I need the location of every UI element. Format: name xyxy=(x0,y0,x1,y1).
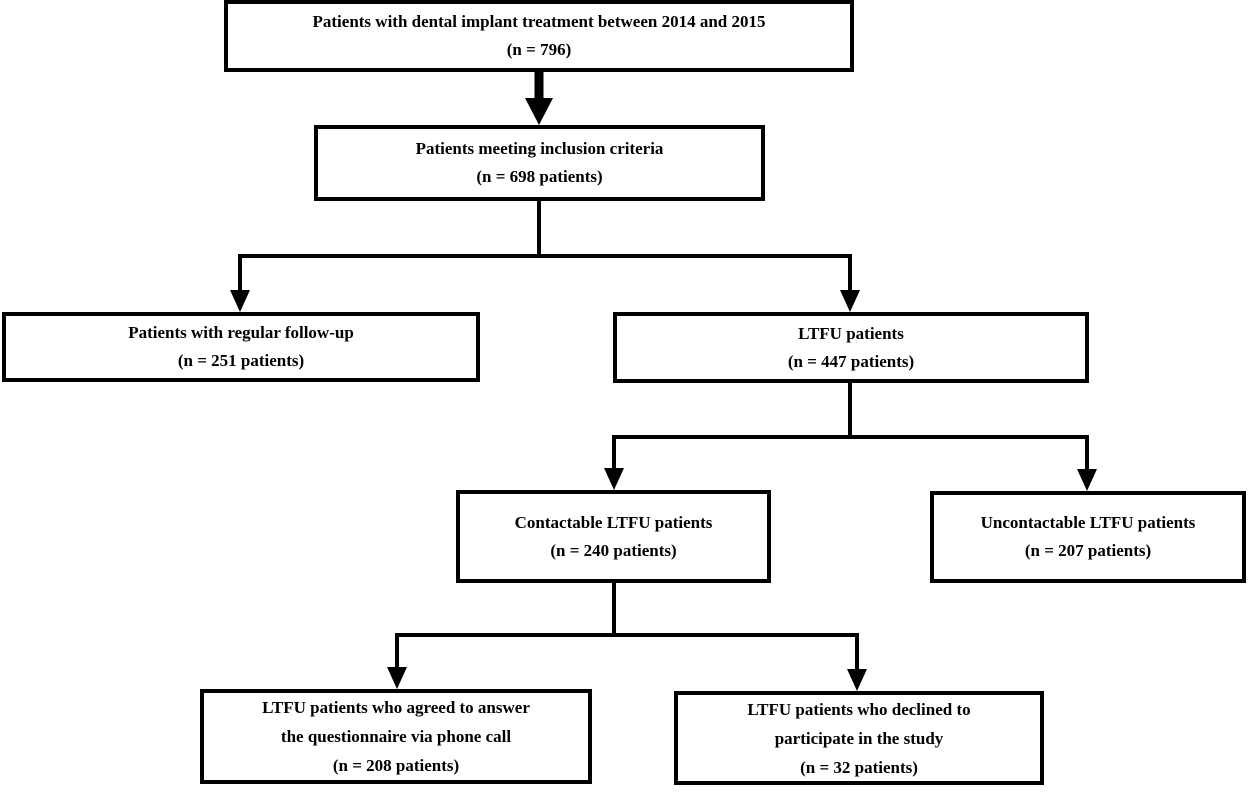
uncontactable-ltfu-count: (n = 207 patients) xyxy=(1024,541,1152,560)
declined-participation-count: (n = 32 patients) xyxy=(800,757,918,777)
contactable-ltfu-box: Contactable LTFU patients (n = 240 patie… xyxy=(456,490,771,583)
arrow-total-to-inclusion xyxy=(525,72,553,125)
arrow-to-agreed xyxy=(387,635,407,689)
ltfu-patients-label: LTFU patients xyxy=(798,323,904,343)
declined-participation-label-line1: LTFU patients who declined to xyxy=(747,699,971,719)
arrow-to-uncontactable xyxy=(1077,437,1097,491)
connector-contactable-split xyxy=(395,583,859,637)
ltfu-patients-count: (n = 447 patients) xyxy=(787,351,915,371)
total-patients-label: Patients with dental implant treatment b… xyxy=(312,12,766,31)
declined-participation-label-line2: participate in the study xyxy=(774,728,944,748)
regular-followup-label: Patients with regular follow-up xyxy=(128,323,354,342)
arrow-to-ltfu xyxy=(840,256,860,312)
agreed-questionnaire-label-line2: the questionnaire via phone call xyxy=(280,727,512,746)
inclusion-criteria-count: (n = 698 patients) xyxy=(476,167,603,186)
connector-ltfu-split xyxy=(612,383,1089,439)
arrow-to-contactable xyxy=(604,437,624,490)
regular-followup-count: (n = 251 patients) xyxy=(177,351,305,370)
declined-participation-box: LTFU patients who declined to participat… xyxy=(674,691,1044,785)
regular-followup-box: Patients with regular follow-up (n = 251… xyxy=(2,312,480,382)
total-patients-box: Patients with dental implant treatment b… xyxy=(224,0,854,72)
inclusion-criteria-box: Patients meeting inclusion criteria (n =… xyxy=(314,125,765,201)
arrow-to-declined xyxy=(847,635,867,691)
uncontactable-ltfu-label: Uncontactable LTFU patients xyxy=(980,513,1196,532)
ltfu-patients-box: LTFU patients (n = 447 patients) xyxy=(613,312,1089,383)
contactable-ltfu-count: (n = 240 patients) xyxy=(550,540,677,560)
connector-inclusion-split xyxy=(238,201,852,258)
total-patients-count: (n = 796) xyxy=(506,40,572,59)
inclusion-criteria-label: Patients meeting inclusion criteria xyxy=(415,139,664,158)
agreed-questionnaire-box: LTFU patients who agreed to answer the q… xyxy=(200,689,592,784)
uncontactable-ltfu-box: Uncontactable LTFU patients (n = 207 pat… xyxy=(930,491,1246,583)
agreed-questionnaire-count: (n = 208 patients) xyxy=(332,756,460,775)
agreed-questionnaire-label-line1: LTFU patients who agreed to answer xyxy=(262,698,530,717)
contactable-ltfu-label: Contactable LTFU patients xyxy=(514,512,713,532)
arrow-to-regular xyxy=(230,256,250,312)
